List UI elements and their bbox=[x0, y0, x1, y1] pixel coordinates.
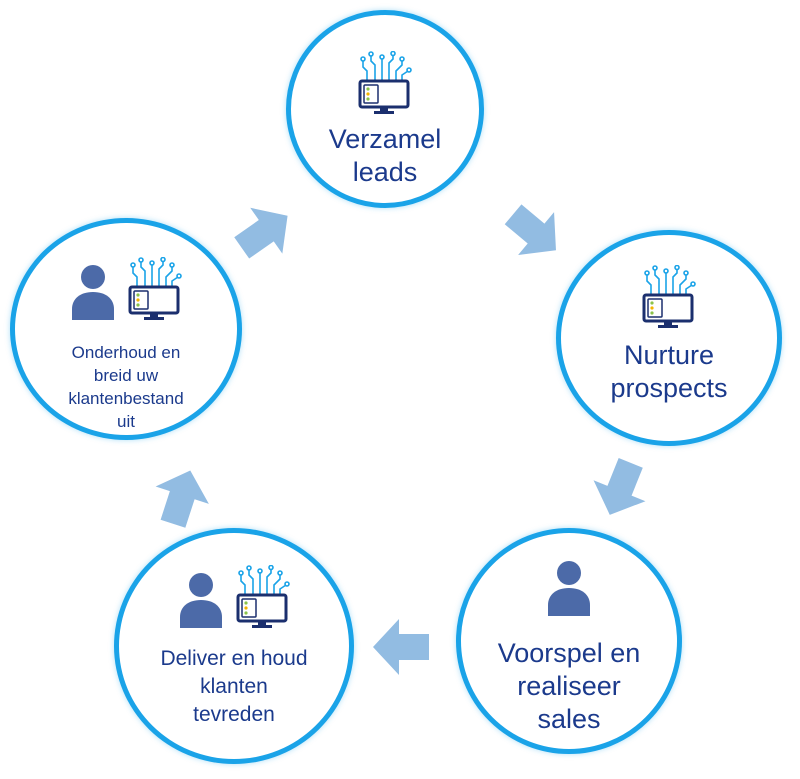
icon-row bbox=[15, 256, 237, 326]
icon-row bbox=[561, 264, 777, 334]
arrow-1-to-2 bbox=[504, 204, 556, 256]
monitor-circuit-icon bbox=[236, 564, 290, 634]
monitor-circuit-icon bbox=[642, 264, 696, 334]
arrow-4-to-5 bbox=[155, 470, 209, 528]
arrow-shape bbox=[155, 470, 209, 528]
person-icon bbox=[546, 559, 592, 622]
arrow-shape bbox=[504, 204, 556, 256]
arrow-shape bbox=[373, 619, 429, 675]
arrow-shape bbox=[593, 458, 646, 515]
arrow-3-to-4 bbox=[373, 619, 429, 675]
arrow-2-to-3 bbox=[593, 458, 646, 515]
icon-row bbox=[461, 559, 677, 622]
person-icon bbox=[178, 571, 224, 634]
monitor-circuit-icon bbox=[128, 256, 182, 326]
person-icon bbox=[70, 263, 116, 326]
icon-row bbox=[119, 564, 349, 634]
icon-row bbox=[291, 50, 479, 120]
arrow-5-to-1 bbox=[234, 207, 288, 259]
monitor-circuit-icon bbox=[358, 50, 412, 120]
arrow-shape bbox=[234, 207, 288, 259]
